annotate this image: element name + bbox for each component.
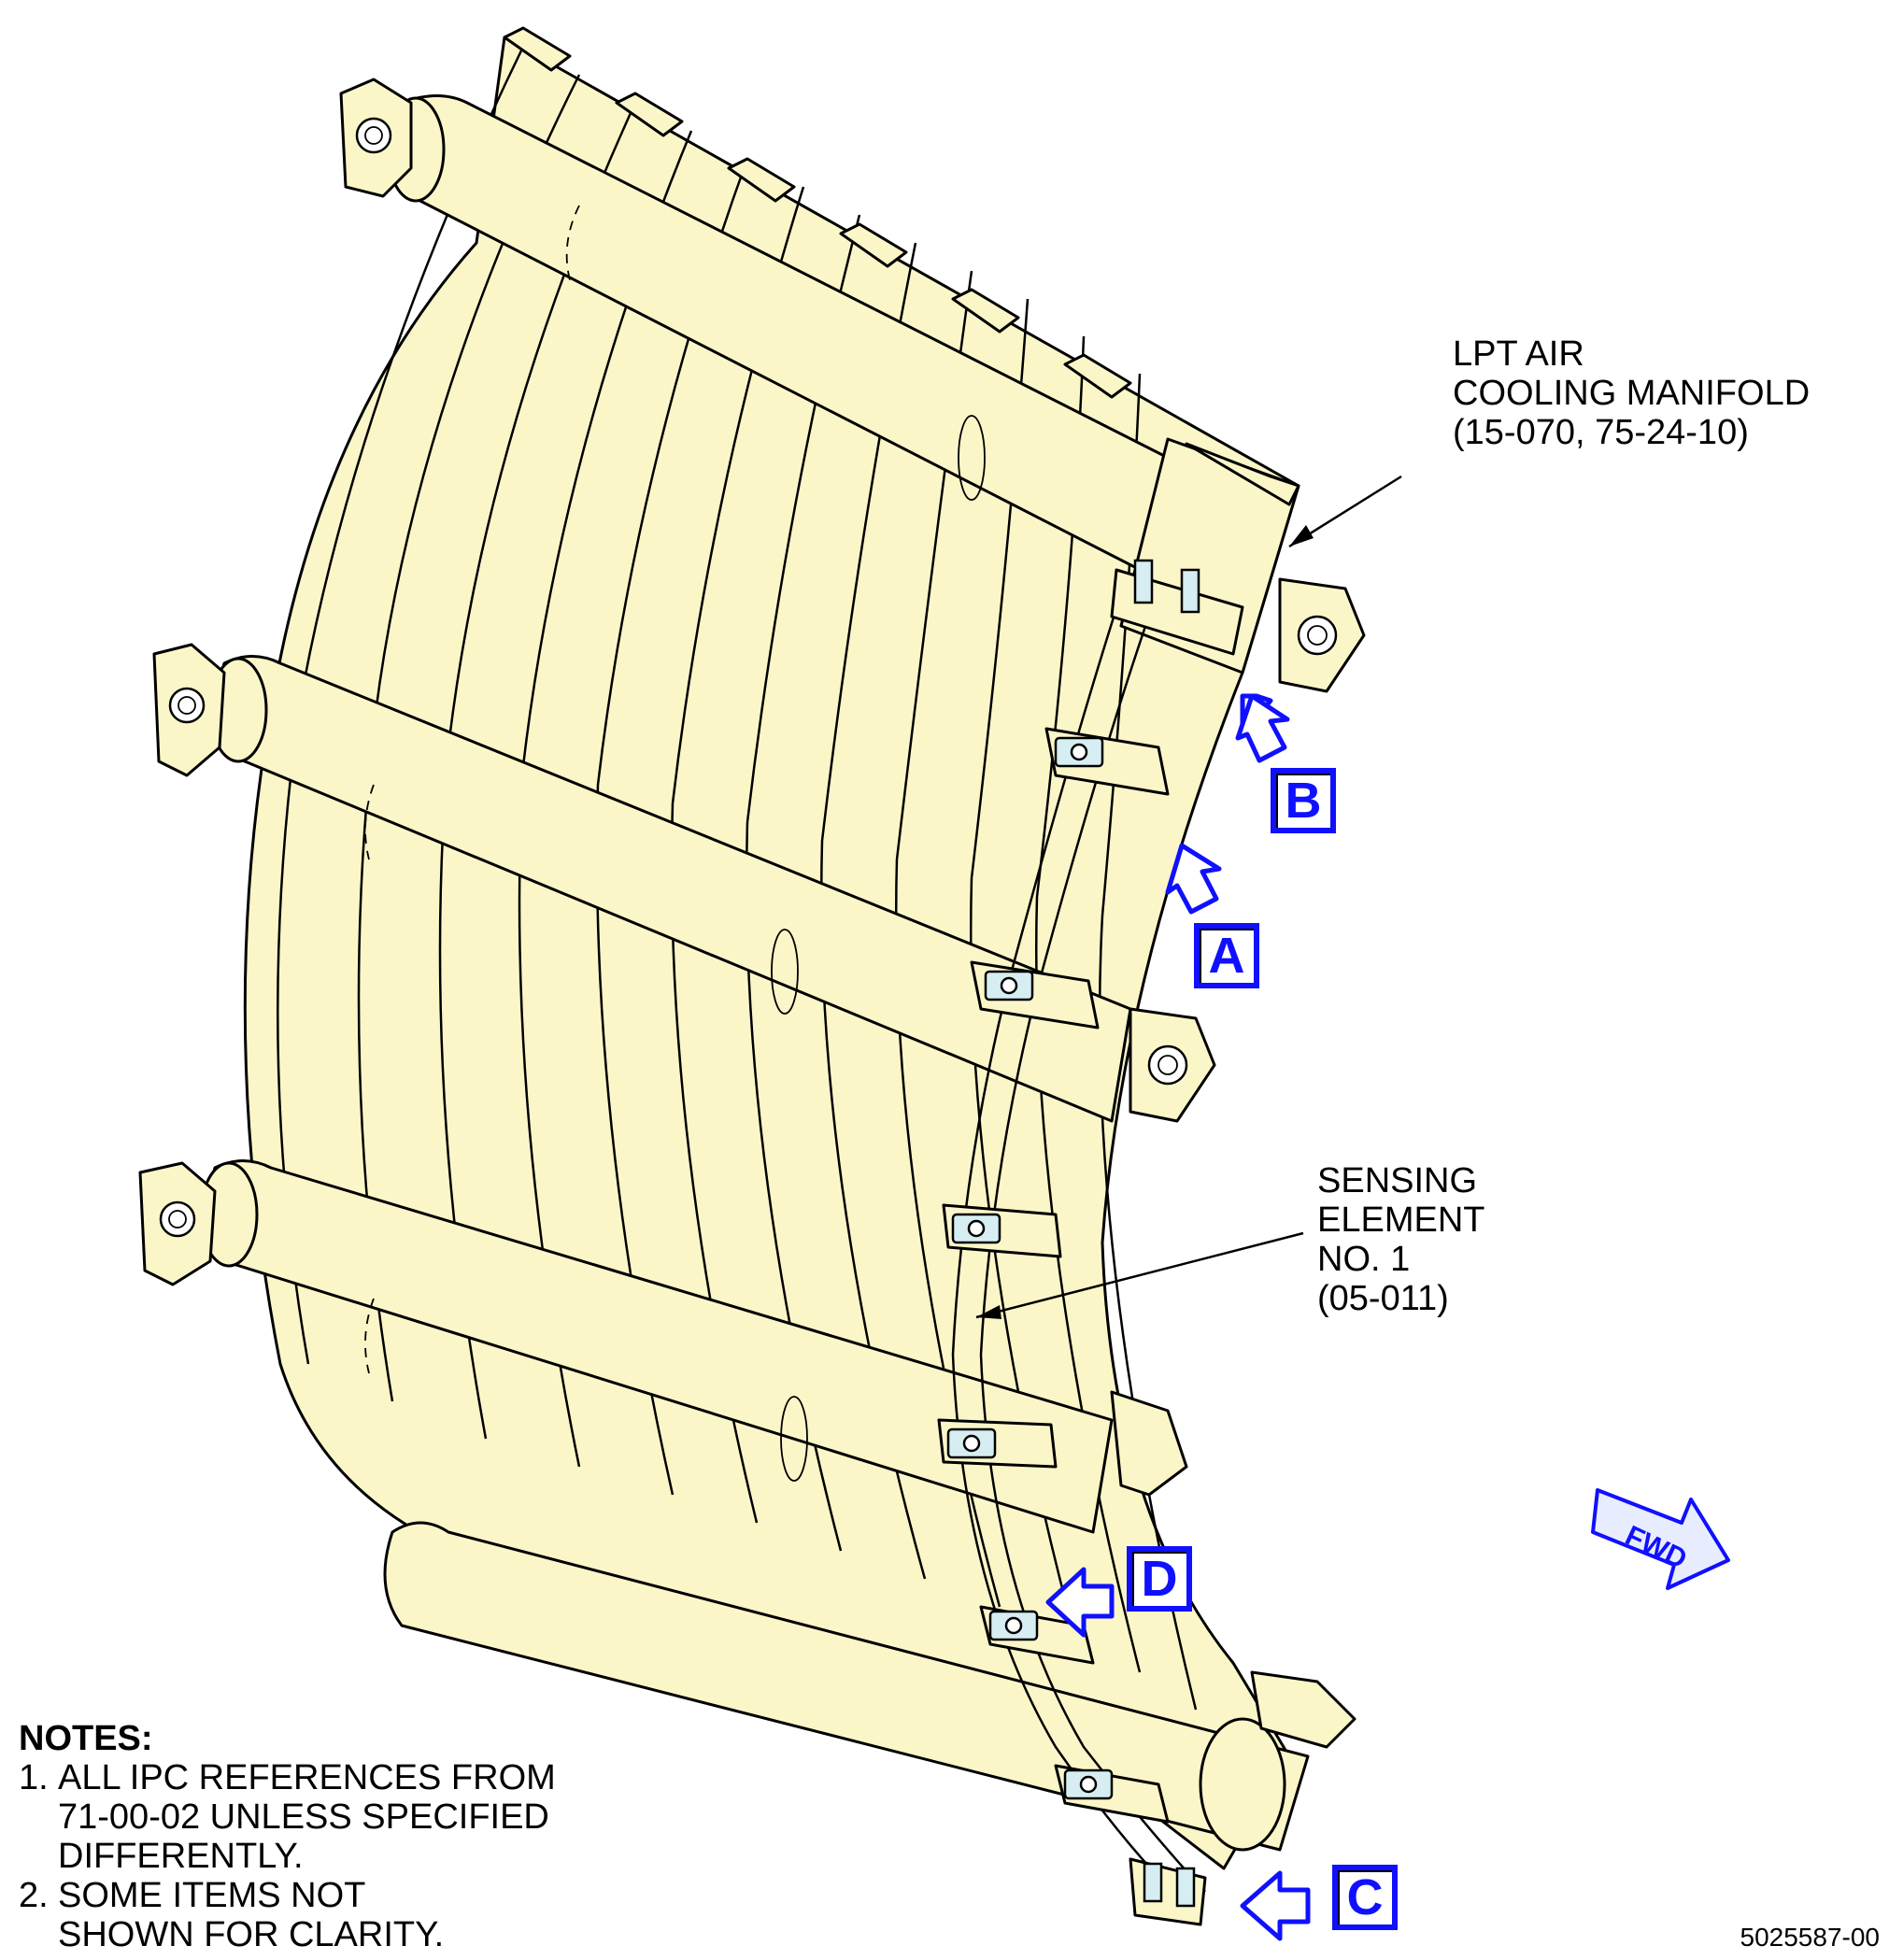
view-arrow-b (1235, 693, 1290, 763)
clamp-2 (970, 960, 1100, 1030)
mounting-flange-top-left (339, 78, 413, 198)
view-arrow-a (1165, 843, 1222, 915)
view-label-b: B (1271, 768, 1336, 833)
manifold-callout: LPT AIR COOLING MANIFOLD (15-070, 75-24-… (1453, 334, 1811, 452)
clamp-1 (1044, 727, 1170, 796)
clamp-6 (1054, 1764, 1170, 1824)
connector-bottom (1129, 1857, 1207, 1926)
mounting-flange-lower-left (138, 1161, 217, 1286)
note-item: 2. SOME ITEMS NOT SHOWN FOR CLARITY. (19, 1876, 556, 1954)
notes-block: NOTES: 1. ALL IPC REFERENCES FROM 71-00-… (19, 1719, 556, 1954)
clamp-4 (937, 1418, 1058, 1469)
note-text: ALL IPC REFERENCES FROM 71-00-02 UNLESS … (58, 1758, 556, 1876)
figure-number: 5025587-00 (1740, 1923, 1880, 1952)
connector-top (1110, 559, 1244, 656)
clamp-3 (942, 1203, 1062, 1258)
mounting-flange-right-mid (1129, 1007, 1216, 1123)
view-label-a: A (1194, 923, 1259, 988)
manifold-tube-bottom (383, 1521, 1310, 1852)
mounting-flange-right-lower (1110, 1390, 1188, 1497)
view-arrow-d (1045, 1567, 1115, 1638)
view-label-c: C (1332, 1865, 1398, 1930)
clamp-5 (979, 1605, 1095, 1665)
note-text: SOME ITEMS NOT SHOWN FOR CLARITY. (58, 1876, 445, 1954)
mounting-flange-right-top (1278, 577, 1366, 693)
sensing-element-tubes (951, 578, 1206, 1897)
note-number: 2. (19, 1876, 49, 1915)
mounting-flange-mid-left (152, 643, 226, 777)
view-arrow-c (1240, 1870, 1311, 1941)
notes-heading: NOTES: (19, 1719, 153, 1758)
mounting-flange-right-bottom (1250, 1670, 1356, 1749)
sensing-element-callout: SENSING ELEMENT NO. 1 (05-011) (1317, 1161, 1485, 1318)
fwd-arrow: FWD (1591, 1488, 1730, 1590)
sensing-element-clamps (937, 559, 1244, 1926)
leader-lines (975, 475, 1402, 1319)
note-number: 1. (19, 1758, 49, 1797)
view-label-d: D (1127, 1546, 1192, 1612)
note-item: 1. ALL IPC REFERENCES FROM 71-00-02 UNLE… (19, 1758, 556, 1876)
